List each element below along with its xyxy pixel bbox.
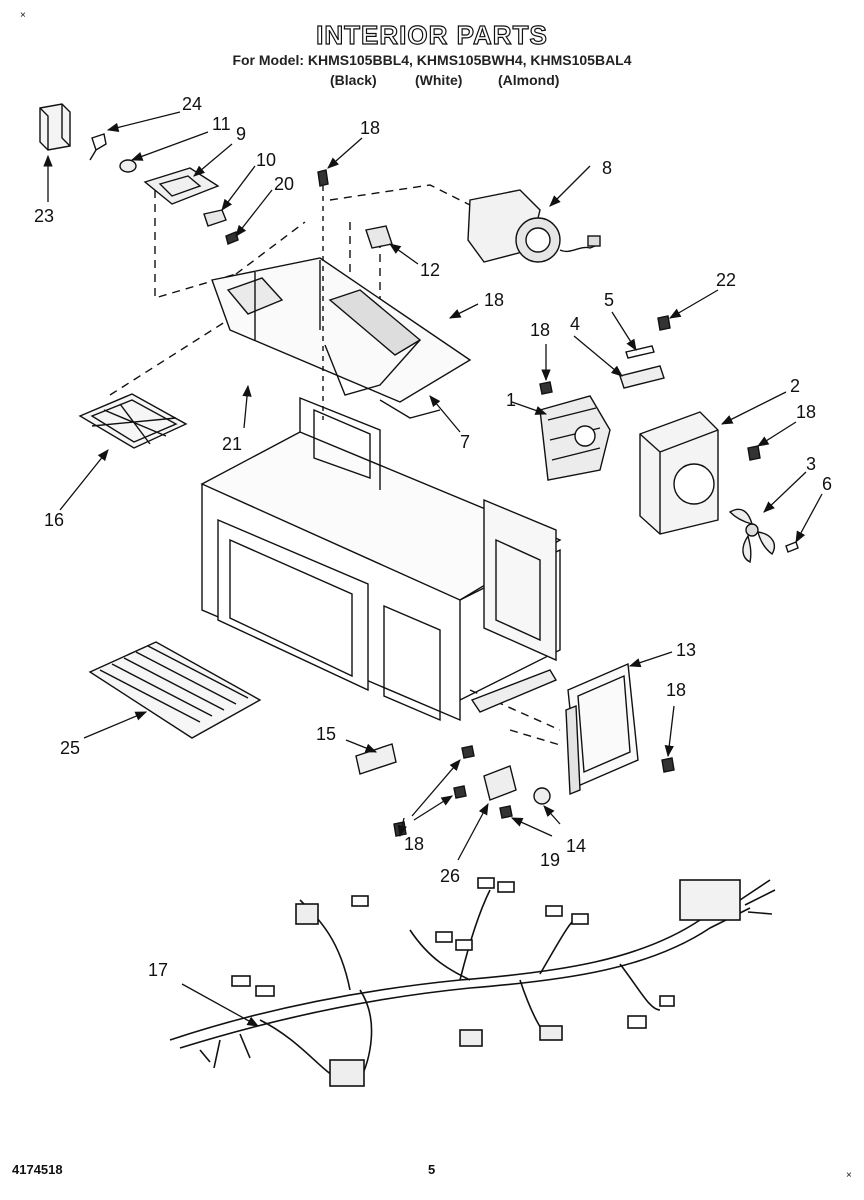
part-25-clip bbox=[89, 133, 107, 161]
part-4-thermal-cutout bbox=[619, 365, 665, 389]
callout-11: 11 bbox=[212, 114, 231, 134]
callout-8: 8 bbox=[602, 158, 612, 178]
callout-24: 23 bbox=[34, 206, 54, 226]
callout-9: 9 bbox=[236, 124, 246, 144]
callout-22: 21 bbox=[222, 434, 242, 454]
part-21-screw bbox=[225, 231, 239, 245]
part-13-frame bbox=[565, 662, 639, 796]
part-10-socket bbox=[203, 209, 227, 227]
part-18-screw-bottom-b bbox=[453, 785, 467, 799]
part-18-screw-top bbox=[317, 169, 329, 187]
part-20-screw bbox=[499, 805, 513, 819]
part-27-switch bbox=[483, 765, 517, 801]
callout-19: 18 bbox=[530, 320, 550, 340]
part-8-fan-motor bbox=[467, 189, 601, 263]
part-15-bracket bbox=[355, 743, 397, 775]
callout-6: 6 bbox=[822, 474, 832, 494]
part-18-screw-frame bbox=[661, 757, 675, 773]
part-7-duct-assembly bbox=[211, 257, 472, 419]
page-title: INTERIOR PARTS bbox=[316, 19, 548, 50]
document-number: 4174518 bbox=[12, 1162, 63, 1177]
oven-cavity bbox=[200, 396, 562, 722]
callout-18-middle: 18 bbox=[484, 290, 504, 310]
color-black-label: (Black) bbox=[330, 72, 377, 88]
part-3-fan-blade bbox=[728, 508, 776, 564]
callout-18-right: 18 bbox=[796, 402, 816, 422]
part-18-screw-right bbox=[747, 445, 761, 461]
part-9-lamp-housing bbox=[143, 167, 220, 205]
callout-15: 15 bbox=[316, 724, 336, 744]
part-23-screw bbox=[657, 315, 671, 331]
part-19-screw bbox=[539, 381, 553, 395]
parts-artwork bbox=[39, 103, 799, 1087]
part-12-connector bbox=[365, 225, 393, 249]
part-6-clip bbox=[785, 541, 799, 553]
callout-18-bottom: 18 bbox=[404, 834, 424, 854]
callout-1: 1 bbox=[506, 390, 516, 410]
callout-10: 10 bbox=[256, 150, 276, 170]
callout-18-frame: 18 bbox=[666, 680, 686, 700]
callout-2: 2 bbox=[790, 376, 800, 396]
callout-13: 13 bbox=[676, 640, 696, 660]
callout-7: 7 bbox=[460, 432, 470, 452]
callout-17: 17 bbox=[148, 960, 168, 980]
callout-labels: 1 2 3 4 5 6 7 8 9 10 11 12 13 14 15 16 1… bbox=[34, 94, 832, 980]
callout-18-top: 18 bbox=[360, 118, 380, 138]
callout-25: 24 bbox=[182, 94, 202, 114]
part-1-magnetron bbox=[539, 395, 611, 481]
part-16-grease-filter bbox=[78, 393, 188, 449]
color-white-label: (White) bbox=[415, 72, 463, 88]
callout-27: 26 bbox=[440, 866, 460, 886]
callout-14: 14 bbox=[566, 836, 586, 856]
color-almond-label: (Almond) bbox=[498, 72, 560, 88]
part-2-fan-housing bbox=[639, 411, 719, 535]
part-11-lamp bbox=[119, 159, 137, 173]
callout-21: 20 bbox=[274, 174, 294, 194]
callout-20: 19 bbox=[540, 850, 560, 870]
corner-mark-top-left: × bbox=[20, 10, 26, 21]
callout-16: 16 bbox=[44, 510, 64, 530]
corner-mark-bottom-right: × bbox=[846, 1170, 852, 1181]
callout-3: 3 bbox=[806, 454, 816, 474]
page-number: 5 bbox=[428, 1162, 436, 1177]
part-26-grille bbox=[88, 641, 262, 739]
part-17-wire-harness bbox=[169, 877, 776, 1087]
callout-4: 4 bbox=[570, 314, 580, 334]
part-14-sensor bbox=[533, 787, 551, 805]
model-numbers: For Model: KHMS105BBL4, KHMS105BWH4, KHM… bbox=[232, 52, 632, 68]
part-5-fuse bbox=[625, 345, 655, 359]
callout-5: 5 bbox=[604, 290, 614, 310]
leader-arrows bbox=[43, 111, 823, 1027]
part-24-bracket bbox=[39, 103, 71, 151]
callout-26: 25 bbox=[60, 738, 80, 758]
part-18-screw-bottom-a bbox=[461, 745, 475, 759]
callout-23: 22 bbox=[716, 270, 736, 290]
callout-12: 12 bbox=[420, 260, 440, 280]
